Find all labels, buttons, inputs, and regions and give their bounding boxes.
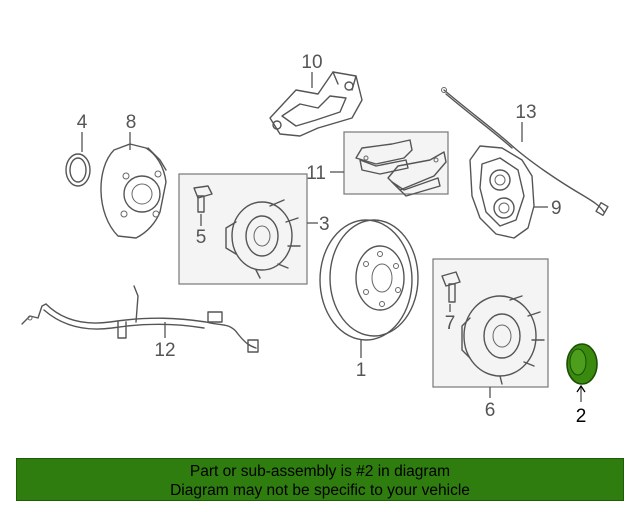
- callout-7: 7: [445, 313, 456, 334]
- banner-line-2: Diagram may not be specific to your vehi…: [170, 482, 470, 499]
- callout-9: 9: [551, 198, 562, 219]
- wheel-stud-part[interactable]: [441, 271, 461, 303]
- callout-3: 3: [319, 214, 330, 235]
- banner-line-1: Part or sub-assembly is #2 in diagram: [189, 463, 451, 480]
- hub-bearing-box: [432, 258, 549, 388]
- hub-bearing-part[interactable]: [461, 295, 545, 385]
- dust-shield-part[interactable]: [100, 143, 167, 239]
- callout-8: 8: [126, 112, 137, 133]
- wear-sensor-part[interactable]: [441, 87, 609, 217]
- callout-4: 4: [77, 112, 88, 133]
- callout-6: 6: [485, 400, 496, 421]
- callout-2: 2: [576, 406, 587, 427]
- wheel-hub-part[interactable]: [225, 199, 301, 279]
- callout-10: 10: [301, 52, 322, 73]
- callout-1: 1: [356, 360, 367, 381]
- brake-pad-kit-box: [343, 131, 449, 195]
- hub-bolt-part[interactable]: [193, 185, 213, 213]
- caliper-bracket-part[interactable]: [269, 71, 363, 137]
- brake-pads-part[interactable]: [355, 139, 447, 197]
- brake-rotor-part[interactable]: [319, 219, 419, 341]
- callout-11: 11: [306, 163, 326, 184]
- brake-caliper-part[interactable]: [469, 145, 535, 239]
- seal-ring-part[interactable]: [65, 153, 91, 187]
- callout-13: 13: [515, 102, 536, 123]
- part-info-banner: Part or sub-assembly is #2 in diagram Di…: [16, 458, 624, 501]
- callout-12: 12: [154, 340, 175, 361]
- hub-assembly-box: [178, 173, 308, 285]
- abs-sensor-harness-part[interactable]: [21, 285, 259, 353]
- arrow-up-icon: [576, 384, 586, 393]
- grease-cap-part[interactable]: [566, 343, 598, 385]
- callout-5: 5: [196, 227, 207, 248]
